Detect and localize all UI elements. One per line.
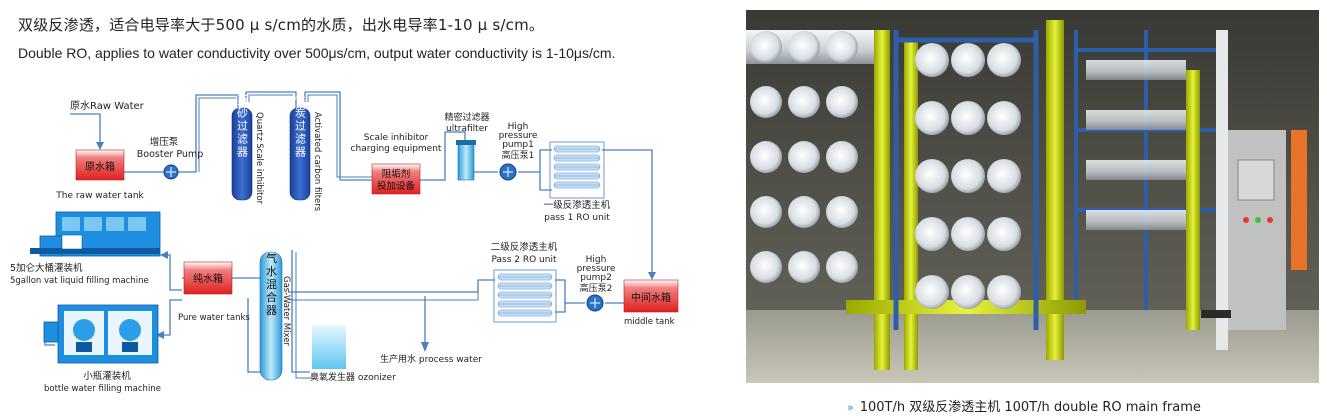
middle-zh: 中间水箱 [631, 291, 671, 304]
high-pressure-pump1-icon [499, 163, 517, 181]
ro1-unit-icon [549, 141, 605, 199]
caption-text: 100T/h 双级反渗透主机 100T/h double RO main fra… [859, 400, 1201, 415]
ro-plant-illustration [746, 10, 1319, 383]
ro2-en: Pass 2 RO unit [492, 255, 557, 265]
booster-pump-icon [163, 164, 179, 180]
arrow-to-bottle [156, 331, 164, 339]
pipes [44, 91, 653, 379]
ozone-label: 臭氧发生器 ozonizer [310, 371, 396, 383]
pipe-carbon-scale [304, 91, 372, 181]
ozonizer-icon [312, 325, 346, 369]
quartz-zh: 石英砂过滤器 [236, 81, 249, 159]
ultrafilter-cap-icon [456, 140, 476, 145]
raw-water-label: 原水Raw Water [70, 100, 145, 112]
pipe-scale-ultrafilter [420, 131, 466, 181]
pipe-pump2-ro2 [555, 279, 585, 304]
ultra-en: ultrafilter [446, 124, 488, 134]
booster-zh: 增压泵 [150, 136, 179, 148]
double-chevron-icon: » [847, 401, 854, 414]
pipe-booster-quartz [178, 94, 239, 173]
ro1-en: pass 1 RO unit [544, 213, 610, 223]
pure-tank-icon [183, 261, 233, 295]
arrow-process-water [421, 342, 429, 352]
carbon-filter-icon [289, 107, 311, 201]
pipe-pump1-ro1 [518, 149, 552, 173]
vat-filling-machine-icon [30, 211, 161, 257]
vat-en: 5gallon vat liquid filling machine [10, 276, 149, 286]
ro2-unit-icon [493, 269, 557, 323]
bottle-en: bottle water filling machine [44, 384, 161, 394]
hp2-en-1: High [586, 255, 607, 265]
ro1-zh: 一级反渗透主机 [544, 199, 611, 211]
pipe-ro1-middle [602, 149, 653, 278]
booster-en: Booster Pump [137, 149, 203, 160]
carbon-zh: 活性炭过滤器 [294, 81, 307, 159]
process-water-label: 生产用水 process water [380, 353, 482, 365]
mixer-zh: 气水混合器 [265, 251, 278, 317]
scale-en-1: Scale inhibitor [364, 133, 429, 143]
middle-en: middle tank [624, 317, 675, 327]
hp1-zh: 高压泵1 [502, 149, 535, 161]
hp1-en-1: High [508, 122, 529, 132]
quartz-filter-icon [231, 107, 253, 201]
pure-zh: 纯水箱 [193, 272, 223, 285]
pipe-mixer-ozone [291, 250, 310, 373]
hp2-zh: 高压泵2 [580, 282, 613, 294]
hp1-en-2: pressure [499, 131, 538, 141]
pipe-ro2-pure [288, 279, 495, 293]
ultra-zh: 精密过滤器 [444, 111, 489, 123]
intro-english: Double RO, applies to water conductivity… [18, 45, 616, 61]
hp2-en-2: pressure [577, 264, 616, 274]
raw-tank-icon [75, 149, 125, 181]
scale-inhibitor-icon [371, 163, 421, 195]
raw-tank-en: The raw water tank [55, 191, 144, 201]
high-pressure-pump2-icon [586, 294, 604, 312]
pipe-pure-vat [162, 254, 182, 291]
photo-caption: » 100T/h 双级反渗透主机 100T/h double RO main fr… [847, 396, 1201, 415]
hp2-en-3: pump2 [580, 273, 612, 283]
arrow-into-middle [648, 272, 656, 280]
quartz-en: Quartz Scale inhibitor [254, 112, 264, 205]
hp1-en-3: pump1 [502, 140, 534, 150]
ro2-zh: 二级反渗透主机 [491, 241, 558, 253]
arrow-to-vat [160, 251, 168, 259]
carbon-en: Activated carbon filters [312, 112, 322, 212]
scale-en-2: charging equipment [351, 144, 442, 154]
gas-water-mixer-icon [259, 251, 283, 381]
mixer-en: Gas-Water Mixer [281, 276, 291, 346]
pure-en: Pure water tanks [178, 313, 250, 323]
scale-zh-1: 阻垢剂 [382, 168, 411, 180]
ultrafilter-icon [457, 143, 475, 181]
bottle-zh: 小瓶灌装机 [83, 370, 131, 382]
arrow-into-raw-tank [96, 142, 104, 150]
bottle-filling-machine-icon [43, 304, 159, 364]
scale-zh-2: 投加设备 [377, 180, 416, 192]
pipe-raw-water-in [70, 113, 101, 148]
process-flow-diagram: 原水Raw Water 原水箱 The raw water tank 增压泵 B… [0, 80, 720, 415]
pipe-quartz-carbon [245, 91, 297, 110]
middle-tank-icon [623, 279, 679, 313]
intro-chinese: 双级反渗透，适合电导率大于500 μ s/cm的水质，出水电导率1-10 μ s… [18, 16, 545, 34]
flow-arrows [96, 142, 656, 352]
raw-tank-zh: 原水箱 [85, 160, 115, 173]
ro-plant-photo [746, 10, 1319, 383]
vat-zh: 5加仑大桶灌装机 [10, 262, 83, 274]
